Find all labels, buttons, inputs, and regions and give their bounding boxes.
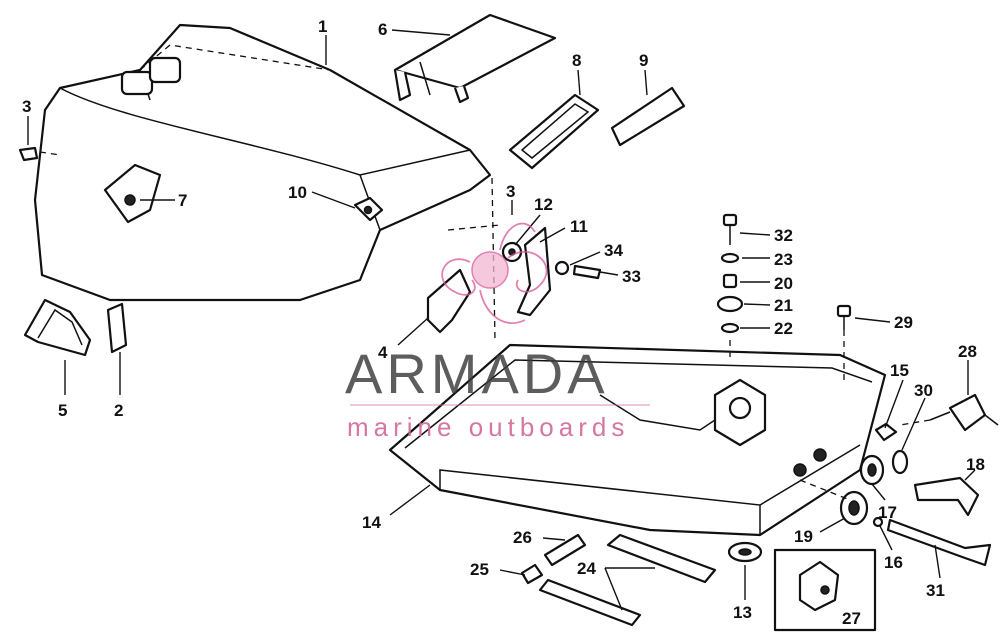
- part-1-engine-cover: [33, 23, 492, 302]
- label-6: 6: [378, 20, 387, 39]
- part-6-air-intake-cover: [393, 13, 557, 104]
- label-24: 24: [577, 559, 596, 578]
- label-2: 2: [114, 401, 123, 420]
- watermark-brand: ARMADA: [345, 342, 609, 405]
- part-15-pin: [874, 422, 898, 442]
- leader-lines: [27, 29, 976, 611]
- label-15: 15: [890, 361, 909, 380]
- part-11-latch-bracket: [516, 226, 552, 317]
- label-7: 7: [178, 191, 187, 210]
- part-34-washer: [554, 260, 570, 276]
- part-32-bolt: [722, 213, 738, 245]
- label-32: 32: [774, 226, 793, 245]
- label-30: 30: [914, 381, 933, 400]
- part-18-choke-knob: [913, 476, 980, 517]
- label-25: 25: [470, 560, 489, 579]
- part-23-washer: [720, 252, 740, 264]
- part-labels: 1 6 8 9 3 7 10 3 12 11 34 33 32 23 20 21…: [22, 17, 985, 628]
- label-22: 22: [774, 319, 793, 338]
- part-29-bolt: [836, 304, 852, 330]
- label-29: 29: [894, 313, 913, 332]
- label-31: 31: [926, 581, 945, 600]
- part-20-spacer: [722, 273, 738, 289]
- label-28: 28: [958, 342, 977, 361]
- part-30-washer: [891, 449, 909, 475]
- label-27: 27: [842, 609, 861, 628]
- watermark-logo: [441, 222, 548, 325]
- part-24-rubber-strip-upper: [606, 533, 717, 584]
- label-11: 11: [570, 217, 588, 236]
- label-14: 14: [362, 513, 381, 532]
- label-3-left: 3: [22, 97, 31, 116]
- part-26-spacer: [543, 533, 587, 567]
- part-17-grommet: [859, 454, 885, 486]
- label-26: 26: [513, 528, 532, 547]
- part-8-seal-frame: [508, 93, 600, 170]
- label-21: 21: [774, 296, 793, 315]
- part-24-rubber-strip-lower: [538, 578, 642, 627]
- part-3-grommet-left: [18, 146, 39, 162]
- label-33: 33: [622, 267, 641, 286]
- part-9-decal-strip: [610, 86, 686, 147]
- label-3-right: 3: [506, 182, 515, 201]
- label-10: 10: [288, 183, 307, 202]
- part-31-shift-rod: [886, 518, 992, 567]
- part-7-latch-plate: [103, 163, 162, 224]
- label-16: 16: [884, 553, 903, 572]
- part-28-fuel-connector: [929, 393, 999, 432]
- label-19: 19: [794, 527, 813, 546]
- label-1: 1: [318, 17, 327, 36]
- watermark-tagline: marine outboards: [347, 412, 629, 442]
- part-13-grommet: [727, 541, 763, 563]
- label-8: 8: [572, 51, 581, 70]
- part-2-bracket: [106, 302, 128, 354]
- label-5: 5: [58, 401, 67, 420]
- part-4-latch-lever: [426, 268, 472, 334]
- label-20: 20: [774, 274, 793, 293]
- label-13: 13: [733, 603, 752, 622]
- label-17: 17: [878, 503, 897, 522]
- part-10-screw: [353, 196, 384, 222]
- part-25-spacer: [520, 563, 544, 585]
- part-27-inset: [773, 548, 877, 632]
- part-5-handle: [23, 298, 92, 357]
- label-9: 9: [639, 51, 648, 70]
- part-33-bolt: [572, 264, 602, 280]
- watermark: ARMADA marine outboards: [345, 222, 650, 442]
- part-21-grommet: [716, 295, 744, 313]
- label-4: 4: [378, 343, 388, 362]
- part-16-clip: [872, 516, 884, 528]
- part-19-grommet: [839, 490, 869, 526]
- part-22-washer: [720, 322, 740, 334]
- label-23: 23: [774, 250, 793, 269]
- label-18: 18: [966, 455, 985, 474]
- label-12: 12: [534, 195, 553, 214]
- label-34: 34: [604, 241, 623, 260]
- part-14-lower-pan: [388, 343, 887, 537]
